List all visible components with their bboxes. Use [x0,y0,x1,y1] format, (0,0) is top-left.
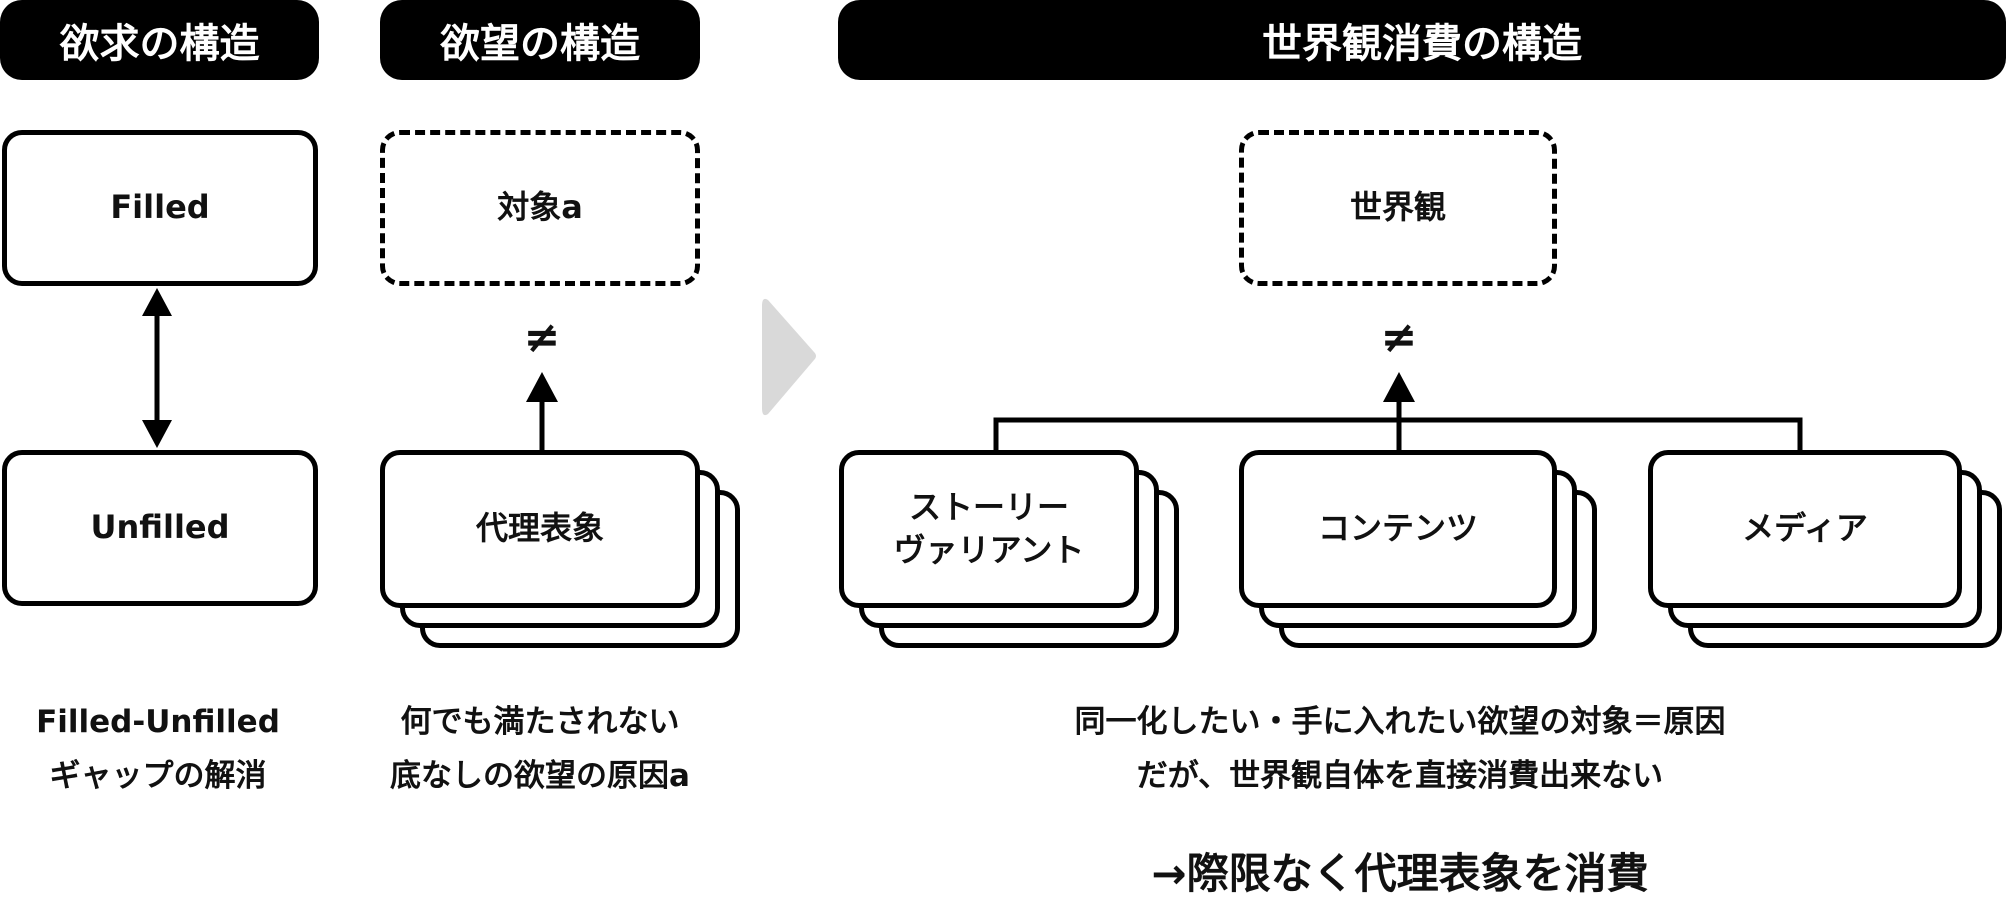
proxy-box: 代理表象 [380,450,700,608]
contents-box: コンテンツ [1239,450,1557,608]
worldview-box: 世界観 [1239,130,1557,286]
story-variant-box: ストーリー ヴァリアント [839,450,1139,608]
desire-caption-line2: 底なしの欲望の原因a [390,758,690,794]
not-equal-symbol: ≠ [523,312,561,363]
worldview-caption: 同一化したい・手に入れたい欲望の対象＝原因 だが、世界観自体を直接消費出来ない [1000,695,1800,803]
media-box: メディア [1648,450,1962,608]
arrow-down-head [142,420,172,448]
needs-caption-line1: Filled-Unfilled [36,704,280,740]
needs-caption: Filled-Unfilled ギャップの解消 [0,695,316,803]
desire-caption-line1: 何でも満たされない [400,704,680,740]
header-desire-structure: 欲望の構造 [380,0,700,80]
transition-chevron-icon [762,298,816,416]
proxy-arrow-head [526,372,558,402]
desire-caption: 何でも満たされない 底なしの欲望の原因a [370,695,710,803]
worldview-not-equal-symbol: ≠ [1380,312,1418,363]
needs-caption-line2: ギャップの解消 [49,758,267,794]
header-needs-structure: 欲求の構造 [0,0,319,80]
worldview-caption-line2: だが、世界観自体を直接消費出来ない [1136,758,1664,794]
worldview-conclusion: →際限なく代理表象を消費 [1151,849,1649,898]
variant-label: ヴァリアント [893,531,1085,569]
header-worldview-structure: 世界観消費の構造 [838,0,2006,80]
arrow-up-head [142,288,172,316]
unfilled-box: Unfilled [2,450,318,606]
worldview-caption-line1: 同一化したい・手に入れたい欲望の対象＝原因 [1074,704,1726,740]
object-a-box: 対象a [380,130,700,286]
story-label: ストーリー [908,487,1069,526]
filled-box: Filled [2,130,318,286]
worldview-arrow-head [1383,372,1415,402]
